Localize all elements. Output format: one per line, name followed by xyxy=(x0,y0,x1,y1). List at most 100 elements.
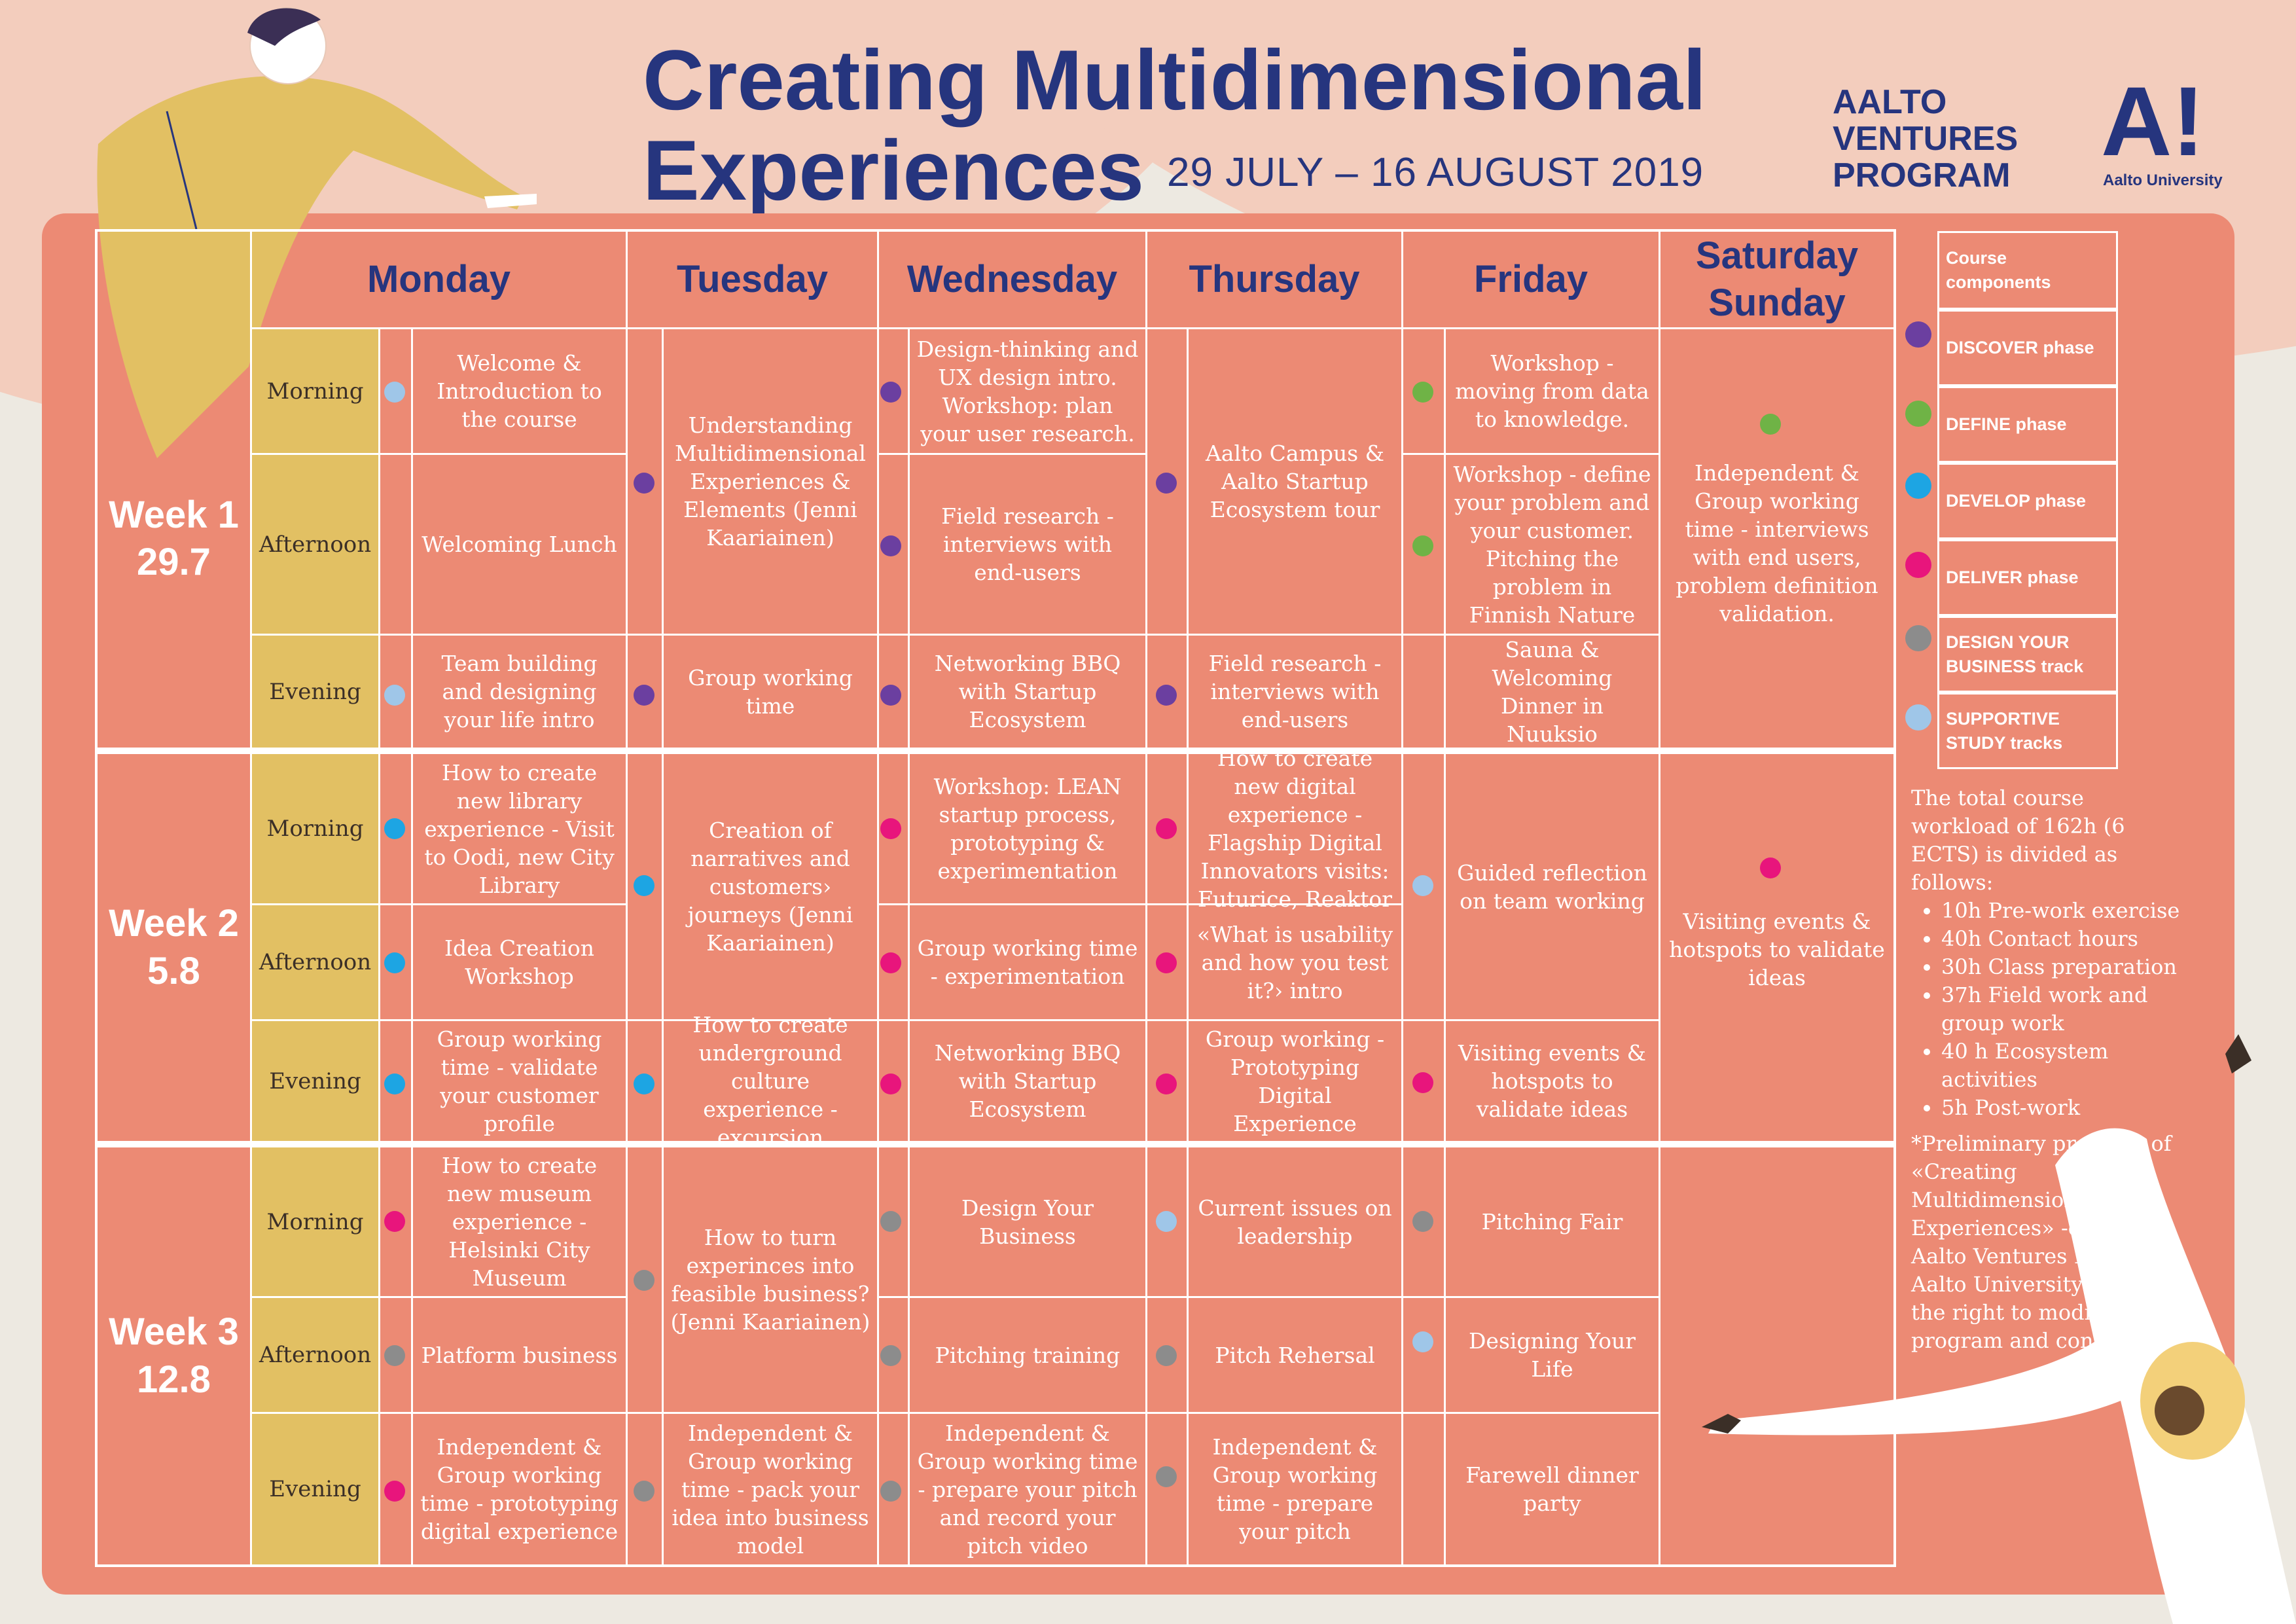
university-logo-mark: A! xyxy=(2101,66,2205,176)
grid-line xyxy=(877,634,1145,636)
deliver-phase-dot xyxy=(1760,857,1781,878)
session-cell: Independent & Group working time - proto… xyxy=(420,1434,619,1544)
grid-line xyxy=(250,903,626,905)
legend-develop: DEVELOP phase xyxy=(1937,463,2118,539)
define-phase-dot xyxy=(1760,414,1781,435)
legend-header: Course components xyxy=(1937,231,2118,310)
workload-intro: The total course workload of 162h (6 ECT… xyxy=(1911,785,2125,895)
deliver-phase-dot xyxy=(1156,818,1177,839)
session-cell: Design Your Business xyxy=(961,1195,1094,1249)
week-date: 29.7 xyxy=(137,541,211,583)
define-phase-dot xyxy=(1412,535,1433,556)
discover-phase-dot xyxy=(634,473,655,494)
legend-discover: DISCOVER phase xyxy=(1937,310,2118,386)
grid-line xyxy=(877,229,879,1567)
grid-line xyxy=(250,453,626,455)
session-cell: How to create new digital experience - F… xyxy=(1198,746,1392,912)
deliver-phase-dot xyxy=(1905,552,1931,578)
session-cell: Creation of narratives and customers› jo… xyxy=(687,818,853,956)
grid-line xyxy=(1187,327,1189,1567)
session-cell: Understanding Multidimensional Experienc… xyxy=(674,412,866,550)
discover-phase-dot xyxy=(1156,685,1177,706)
legend-define: DEFINE phase xyxy=(1937,386,2118,463)
discover-phase-dot xyxy=(1156,473,1177,494)
deliver-phase-dot xyxy=(880,818,901,839)
session-cell: Visiting events & hotspots to validate i… xyxy=(1669,908,1885,990)
grid-line xyxy=(411,327,413,1567)
business-track-dot xyxy=(880,1481,901,1502)
discover-phase-dot xyxy=(880,382,901,403)
discover-phase-dot xyxy=(1905,321,1931,348)
grid-line xyxy=(626,1412,877,1414)
course-dates: 29 JULY – 16 AUGUST 2019 xyxy=(1167,150,1704,195)
grid-line xyxy=(877,1019,1145,1021)
program-logo-line: VENTURES xyxy=(1833,120,2018,158)
session-cell: Designing Your Life xyxy=(1468,1328,1636,1382)
define-phase-dot xyxy=(1905,401,1931,427)
week-name: Week 2 xyxy=(109,902,239,945)
supportive-track-dot xyxy=(1412,1331,1433,1352)
session-cell: Independent & Group working time - prepa… xyxy=(917,1420,1138,1559)
grid-line xyxy=(250,634,626,636)
week-label: Week 2 5.8 xyxy=(98,754,250,1141)
supportive-track-dot xyxy=(384,685,405,706)
deliver-phase-dot xyxy=(384,1481,405,1502)
week-separator xyxy=(95,748,1896,754)
session-cell: Group working time - experimentation xyxy=(917,935,1138,989)
business-track-dot xyxy=(880,1345,901,1366)
business-track-dot xyxy=(1156,1466,1177,1487)
deliver-phase-dot xyxy=(384,1211,405,1232)
person-illustration xyxy=(1702,1034,2296,1624)
week-label: Week 3 12.8 xyxy=(98,1147,250,1564)
program-logo: AALTO VENTURES PROGRAM xyxy=(1833,84,2018,194)
session-cell: Welcome & Introduction to the course xyxy=(437,350,602,432)
grid-line xyxy=(877,903,1145,905)
session-cell: Independent & Group working time - prepa… xyxy=(1212,1434,1378,1544)
session-cell: Field research - interviews with end-use… xyxy=(1208,651,1382,732)
discover-phase-dot xyxy=(880,685,901,706)
grid-line xyxy=(626,229,628,1567)
grid-line xyxy=(1145,229,1147,1567)
business-track-dot xyxy=(1412,1211,1433,1232)
deliver-phase-dot xyxy=(880,952,901,973)
session-cell: Design-thinking and UX design intro. Wor… xyxy=(916,336,1139,446)
grid-line xyxy=(1401,1296,1659,1298)
session-cell: Platform business xyxy=(421,1342,618,1368)
day-header-monday: Monday xyxy=(367,257,511,300)
grid-line xyxy=(1401,229,1403,1567)
develop-phase-dot xyxy=(384,952,405,973)
workload-item: 40h Contact hours xyxy=(1941,925,2186,953)
session-cell: Workshop - define your problem and your … xyxy=(1453,461,1651,628)
business-track-dot xyxy=(384,1345,405,1366)
workload-note: The total course workload of 162h (6 ECT… xyxy=(1911,784,2186,1355)
grid-line xyxy=(1401,453,1659,455)
legend-business: DESIGN YOUR BUSINESS track xyxy=(1937,616,2118,693)
grid-line xyxy=(1401,1019,1659,1021)
time-label-morning: Morning xyxy=(252,1147,378,1296)
day-header-wednesday: Wednesday xyxy=(906,257,1118,300)
session-cell: Aalto Campus & Aalto Startup Ecosystem t… xyxy=(1205,441,1385,522)
session-cell: Farewell dinner party xyxy=(1465,1462,1639,1516)
session-cell: Workshop: LEAN startup process, prototyp… xyxy=(933,774,1122,884)
day-header-thursday: Thursday xyxy=(1189,257,1360,300)
session-cell: Workshop - moving from data to knowledge… xyxy=(1455,350,1649,432)
business-track-dot xyxy=(1905,625,1931,651)
business-track-dot xyxy=(634,1481,655,1502)
supportive-track-dot xyxy=(384,382,405,403)
week-name: Week 3 xyxy=(109,1310,239,1353)
workload-list: 10h Pre-work exercise 40h Contact hours … xyxy=(1911,897,2186,1122)
session-cell: Networking BBQ with Startup Ecosystem xyxy=(934,1040,1121,1122)
day-header-tuesday: Tuesday xyxy=(676,257,828,300)
day-header-weekend: Saturday Sunday xyxy=(1660,232,1893,327)
session-cell: Field research - interviews with end-use… xyxy=(941,503,1114,585)
develop-phase-dot xyxy=(634,875,655,896)
week-separator xyxy=(95,1141,1896,1147)
grid-line xyxy=(1659,229,1660,1567)
grid-line xyxy=(662,327,664,1567)
grid-line xyxy=(250,327,1896,329)
session-cell: Sauna & Welcoming Dinner in Nuuksio xyxy=(1492,636,1613,747)
time-label-morning: Morning xyxy=(252,754,378,903)
session-cell: Pitching training xyxy=(935,1342,1121,1368)
session-cell: Team building and designing your life in… xyxy=(441,651,598,732)
grid-line xyxy=(626,634,877,636)
